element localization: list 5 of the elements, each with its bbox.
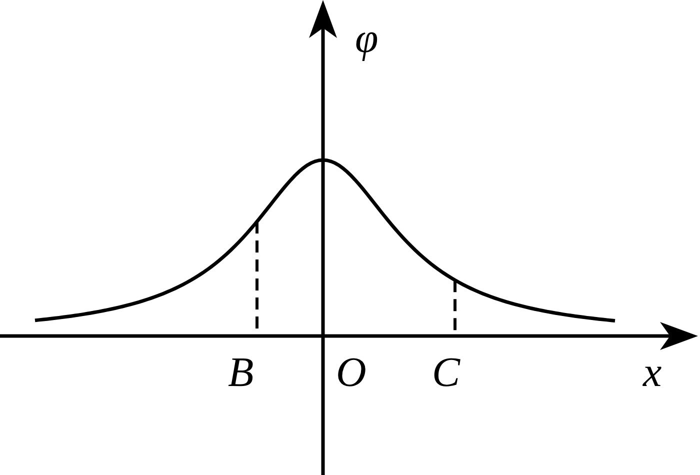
origin-label: O bbox=[336, 352, 366, 394]
axis-label: φ bbox=[355, 18, 378, 60]
axis-label: x bbox=[643, 352, 662, 394]
point-label: C bbox=[432, 352, 460, 394]
point-label: B bbox=[228, 352, 254, 394]
